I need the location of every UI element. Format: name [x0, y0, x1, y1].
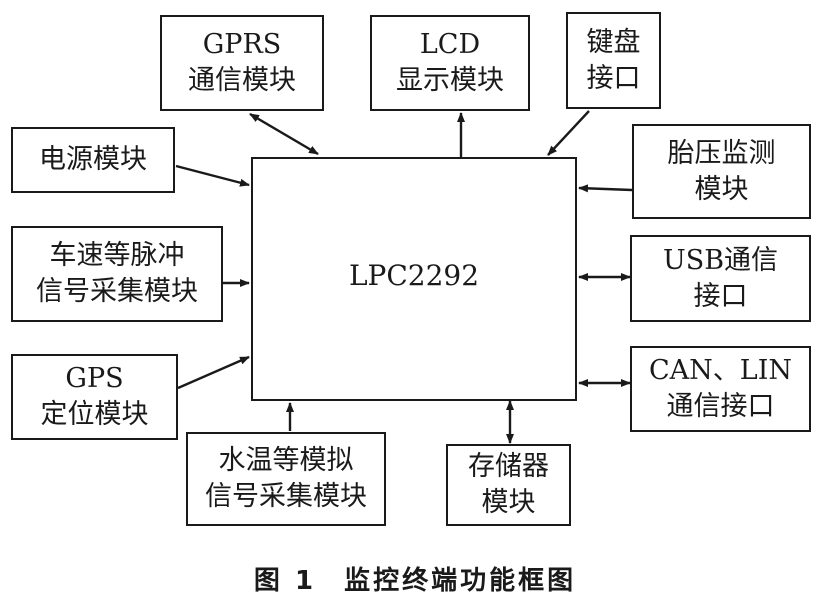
module-keyboard-line2: 接口 — [586, 62, 641, 94]
module-tire: 胎压监测 模块 — [632, 124, 811, 219]
module-power-line1: 电源模块 — [39, 144, 147, 175]
module-analog: 水温等模拟 信号采集模块 — [186, 432, 386, 526]
module-can-line2: 通信接口 — [666, 391, 775, 422]
module-usb: USB通信 接口 — [630, 235, 811, 322]
module-keyboard: 键盘 接口 — [566, 12, 661, 109]
module-lcd-line1: LCD — [419, 29, 481, 60]
module-pulse-line2: 信号采集模块 — [36, 276, 198, 307]
module-gps-line1: GPS — [65, 363, 124, 394]
module-tire-line1: 胎压监测 — [667, 137, 776, 169]
module-storage-line1: 存储器 — [468, 451, 549, 482]
module-storage-line2: 模块 — [481, 487, 536, 518]
arrow-gprs — [249, 112, 319, 156]
module-gps-line2: 定位模块 — [40, 399, 149, 430]
arrow-power — [175, 164, 250, 187]
module-keyboard-line1: 键盘 — [586, 26, 641, 58]
arrow-tire — [578, 184, 633, 193]
module-pulse-line1: 车速等脉冲 — [49, 240, 185, 271]
module-gprs: GPRS 通信模块 — [160, 15, 324, 111]
module-lcd-line2: 显示模块 — [396, 65, 504, 96]
arrow-gps — [177, 355, 250, 390]
figure-title: 监控终端功能框图 — [344, 566, 577, 596]
module-usb-line1: USB通信 — [662, 244, 779, 276]
processor-label: LPC2292 — [348, 259, 480, 292]
module-tire-line2: 模块 — [694, 173, 749, 205]
module-usb-line2: 接口 — [693, 280, 748, 312]
module-storage: 存储器 模块 — [446, 444, 571, 526]
module-power: 电源模块 — [11, 127, 175, 193]
module-pulse: 车速等脉冲 信号采集模块 — [11, 226, 223, 322]
module-gps: GPS 定位模块 — [11, 354, 178, 440]
processor-box: LPC2292 — [251, 157, 577, 401]
module-lcd: LCD 显示模块 — [370, 15, 530, 111]
arrow-keyboard — [547, 110, 590, 156]
figure-caption: 图 1 监控终端功能框图 — [0, 560, 830, 597]
figure-number: 图 1 — [253, 566, 317, 596]
module-gprs-line1: GPRS — [202, 29, 282, 60]
module-analog-line2: 信号采集模块 — [205, 481, 367, 512]
module-can-line1: CAN、LIN — [648, 355, 792, 386]
module-gprs-line2: 通信模块 — [188, 65, 296, 96]
module-can: CAN、LIN 通信接口 — [630, 346, 811, 432]
module-analog-line1: 水温等模拟 — [218, 445, 354, 476]
